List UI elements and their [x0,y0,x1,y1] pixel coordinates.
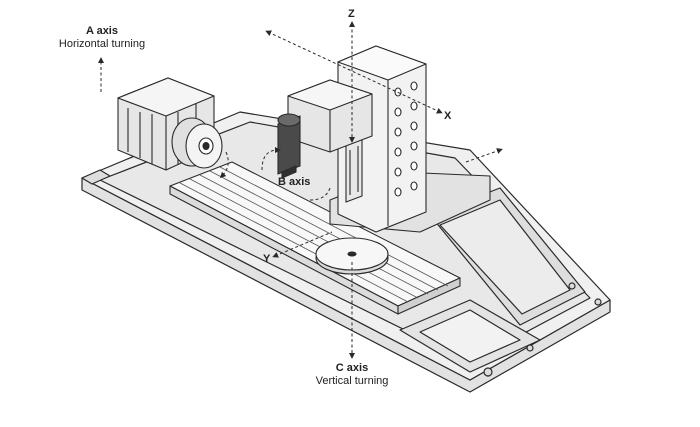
b-axis-arc [309,187,331,201]
a-axis-rotation-arrow [219,151,229,179]
axis-arrows [98,21,503,359]
b-axis-label: B axis [278,176,311,188]
a-axis-title: A axis [85,25,118,37]
y-axis-label: Y [263,253,271,265]
c-axis-title: C axis [335,362,369,374]
y-axis-arrow [272,231,333,258]
rotary-table [315,237,389,275]
a-axis-label: A axis Horizontal turning [52,25,152,51]
x-axis-arrow [265,30,443,114]
c-axis-label: C axis Vertical turning [300,362,404,388]
x-axis-extension-arrow [465,148,503,163]
x-axis-label: X [444,110,452,122]
z-axis-label: Z [348,8,355,20]
a-axis-subtitle: Horizontal turning [58,38,146,50]
t-slot-table [169,161,461,315]
b-axis-arrow [261,147,281,171]
headstock [117,77,223,171]
c-axis-subtitle: Vertical turning [315,375,389,387]
